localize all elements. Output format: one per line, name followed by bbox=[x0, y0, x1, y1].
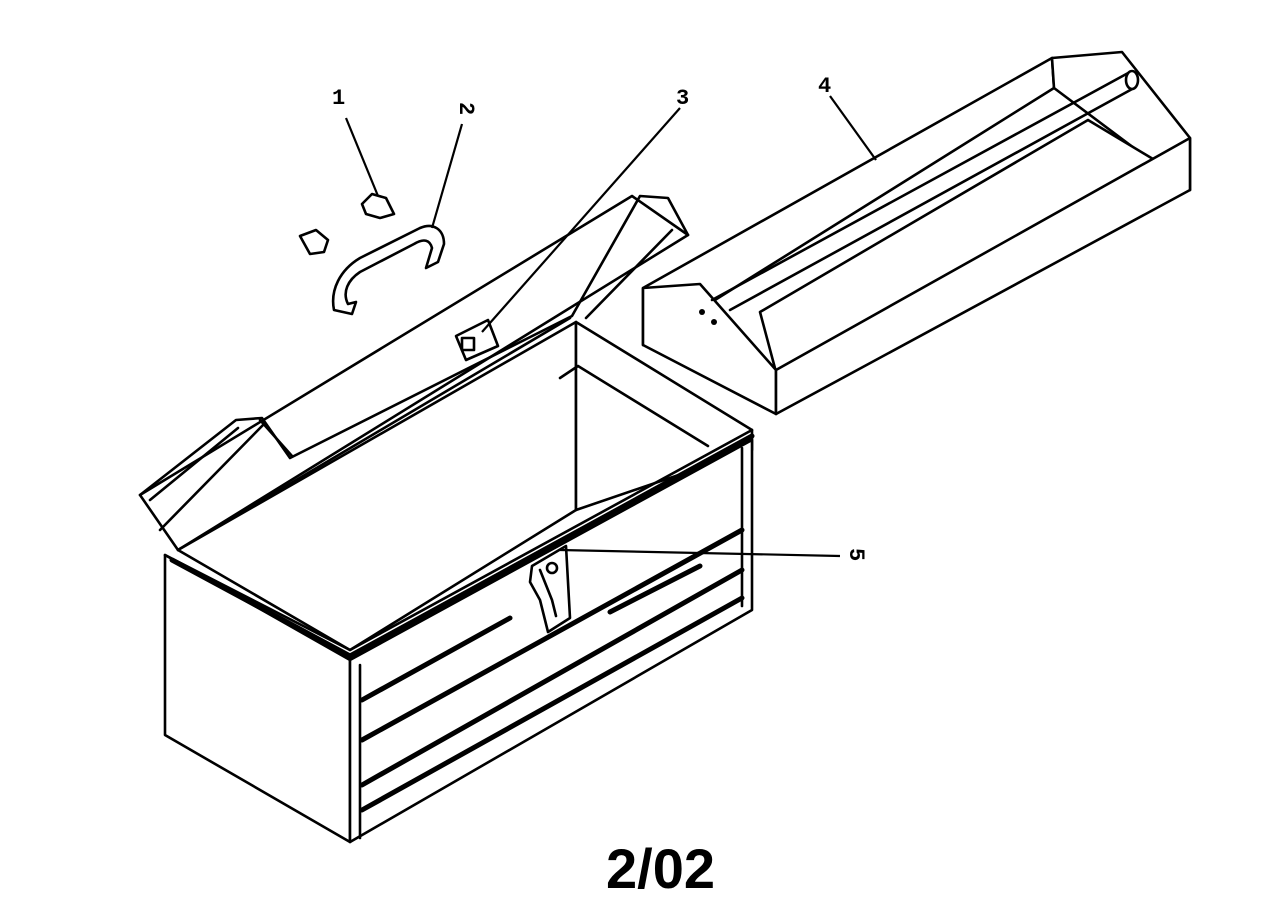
lid-inner-rib bbox=[258, 418, 294, 458]
callout-4: 4 bbox=[818, 74, 831, 99]
leader-3 bbox=[481, 107, 681, 333]
nut-body bbox=[298, 228, 330, 256]
screw-head bbox=[360, 192, 396, 220]
front-hasp bbox=[528, 544, 572, 634]
box-rim-lip bbox=[347, 433, 755, 659]
box-rim-lip bbox=[169, 557, 353, 659]
callout-1: 1 bbox=[332, 86, 345, 111]
tray-front-wall bbox=[774, 136, 1192, 416]
lid-inner-rib bbox=[158, 422, 266, 532]
tote-tray bbox=[641, 50, 1192, 416]
tray-rivet bbox=[711, 319, 717, 325]
front-rib bbox=[359, 615, 513, 703]
front-rib bbox=[359, 567, 745, 788]
lid-inner-rib bbox=[584, 228, 674, 320]
leader-5 bbox=[559, 548, 841, 558]
leader-2 bbox=[430, 123, 464, 229]
tray-rivet bbox=[699, 309, 705, 315]
box-inner-shelf bbox=[558, 364, 710, 448]
tray-handle-rod bbox=[710, 70, 1132, 302]
box-lid bbox=[138, 194, 690, 552]
tray-rod-end bbox=[1124, 69, 1140, 91]
box-front-wall bbox=[348, 438, 754, 844]
callout-2: 2 bbox=[453, 102, 478, 115]
screw bbox=[360, 192, 396, 220]
lid-inner-rib bbox=[148, 426, 240, 502]
handle bbox=[331, 224, 446, 316]
box-body bbox=[163, 320, 755, 844]
date-code: 2/02 bbox=[606, 837, 715, 900]
latch-tab bbox=[460, 336, 476, 352]
leader-4 bbox=[829, 95, 877, 161]
lid-latch bbox=[454, 318, 500, 362]
leader-1 bbox=[344, 117, 380, 197]
front-rib bbox=[607, 563, 703, 615]
hasp-detail bbox=[538, 568, 558, 618]
tray-floor bbox=[758, 118, 1160, 374]
tray-handle-rod-lower bbox=[728, 86, 1136, 312]
hasp-rivet bbox=[545, 561, 559, 575]
nut bbox=[298, 228, 330, 256]
callout-3: 3 bbox=[676, 86, 689, 111]
callout-5: 5 bbox=[843, 548, 868, 561]
hasp-plate bbox=[528, 544, 572, 634]
handle-grip bbox=[331, 224, 446, 316]
front-rib bbox=[359, 595, 745, 813]
front-rib bbox=[359, 527, 745, 743]
lid-top-curl bbox=[138, 194, 690, 497]
